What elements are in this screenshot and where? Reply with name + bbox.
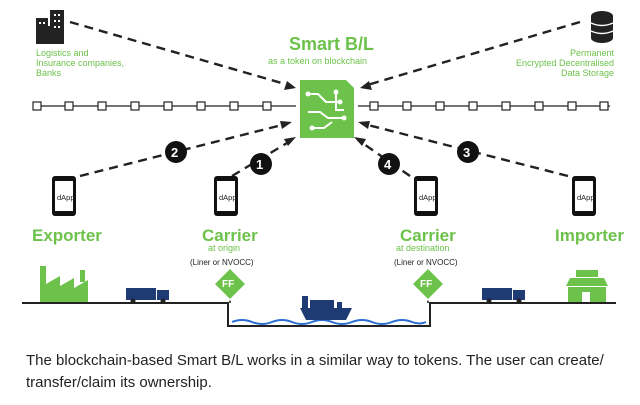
smart-bl-subtitle: as a token on blockchain: [268, 56, 368, 66]
right-group-label: Permanent Encrypted Decentralised Data S…: [515, 48, 614, 78]
ship-icon: [300, 296, 352, 320]
store-icon: [566, 270, 608, 302]
blockchain-chain: [32, 101, 610, 111]
water-icon: [231, 319, 427, 325]
truck-icon: [126, 288, 169, 304]
carrier-origin-sublabel: at origin: [208, 243, 241, 253]
dapp-label-carrier-destination: dApp: [419, 193, 437, 202]
carrier-origin-label: Carrier: [202, 226, 258, 245]
carrier-destination-sublabel: at destination: [396, 243, 450, 253]
arrowheads: [280, 81, 372, 146]
left-group-label: Logistics and Insurance companies, Banks: [36, 48, 125, 78]
exporter-label: Exporter: [32, 226, 102, 245]
step-4-label: 4: [384, 157, 392, 172]
carrier-destination-note: (Liner or NVOCC): [394, 258, 458, 267]
ground-line: [22, 302, 616, 327]
carrier-origin-note: (Liner or NVOCC): [190, 258, 254, 267]
factory-icon: [40, 266, 88, 302]
caption-text: The blockchain-based Smart B/L works in …: [26, 352, 604, 391]
smart-contract-document-icon: [300, 80, 354, 138]
step-2-label: 2: [171, 145, 179, 160]
ff-diamond-icon: [212, 266, 248, 303]
truck-icon: [482, 288, 525, 304]
ff-label-destination: FF: [420, 279, 433, 290]
phone-dapp-icons: [52, 176, 596, 216]
step-3-label: 3: [463, 145, 471, 160]
smart-bl-title: Smart B/L: [289, 34, 375, 54]
ff-label-origin: FF: [222, 279, 235, 290]
dapp-label-carrier-origin: dApp: [219, 193, 237, 202]
office-buildings-icon: [36, 10, 64, 44]
dapp-label-exporter: dApp: [57, 193, 75, 202]
database-icon: [590, 11, 614, 43]
step-1-label: 1: [256, 157, 264, 172]
ff-diamond-icon: [410, 266, 446, 303]
carrier-destination-label: Carrier: [400, 226, 456, 245]
step-badges: [165, 141, 479, 175]
importer-label: Importer: [555, 226, 624, 245]
dapp-label-importer: dApp: [577, 193, 595, 202]
